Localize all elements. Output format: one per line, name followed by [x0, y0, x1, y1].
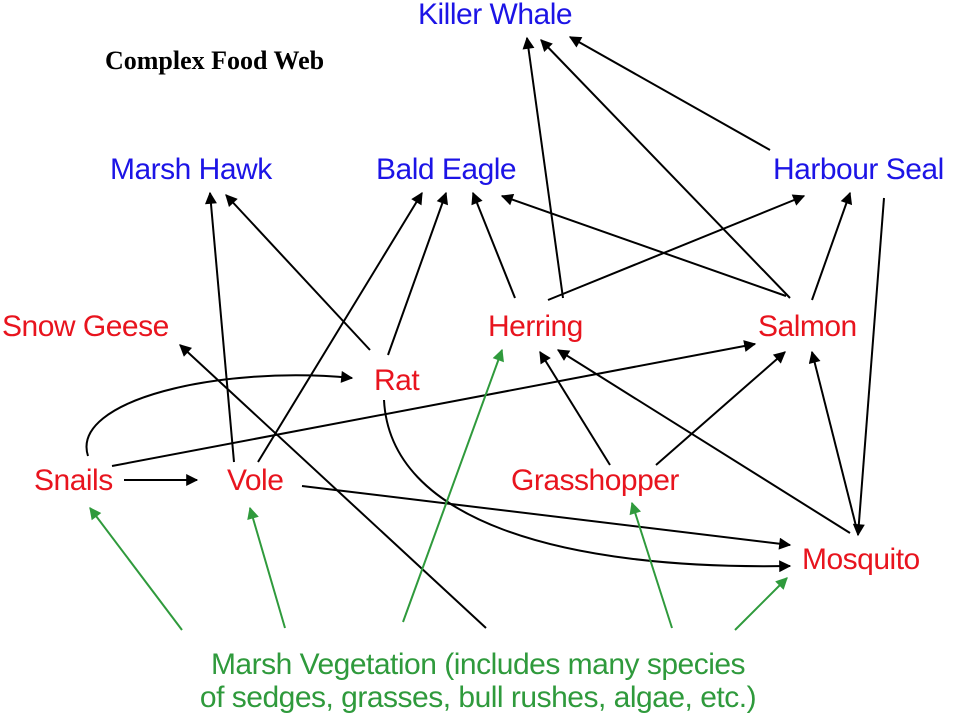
arrow-harbour-seal-to-killer-whale: [568, 36, 771, 151]
diagram-title: Complex Food Web: [105, 46, 325, 75]
arrow-snails-to-rat: [85, 370, 354, 457]
arrow-herring-to-harbour-seal: [547, 194, 806, 301]
node-killer-whale: Killer Whale: [418, 0, 573, 31]
arrow-vole-to-bald-eagle: [257, 191, 423, 463]
node-salmon: Salmon: [758, 310, 857, 343]
arrow-salmon-to-harbour-seal: [811, 191, 853, 301]
arrow-vegetation-to-vole: [247, 506, 286, 629]
node-marsh-hawk: Marsh Hawk: [110, 153, 272, 186]
arrow-grasshopper-to-salmon: [655, 351, 786, 466]
node-bald-eagle: Bald Eagle: [376, 153, 517, 186]
arrow-snails-to-salmon: [111, 340, 757, 467]
node-herring: Herring: [488, 310, 583, 343]
arrow-vegetation-to-grasshopper: [629, 501, 673, 629]
arrow-rat-to-bald-eagle: [387, 191, 449, 356]
node-grasshopper: Grasshopper: [511, 464, 679, 497]
node-rat: Rat: [374, 364, 420, 397]
node-harbour-seal: Harbour Seal: [773, 153, 944, 186]
arrow-herring-to-killer-whale: [522, 36, 564, 299]
node-mosquito: Mosquito: [802, 543, 920, 576]
node-snow-geese: Snow Geese: [2, 310, 169, 343]
arrow-salmon-to-bald-eagle: [500, 193, 787, 297]
node-marsh-vegetation: Marsh Vegetation (includes many species …: [168, 648, 788, 714]
arrow-herring-to-bald-eagle: [471, 191, 516, 299]
marsh-vegetation-line-2: of sedges, grasses, bull rushes, algae, …: [199, 681, 757, 714]
arrow-vole-to-marsh-hawk: [204, 191, 235, 463]
marsh-vegetation-line-1: Marsh Vegetation (includes many species: [210, 648, 746, 681]
arrow-grasshopper-to-herring: [539, 350, 611, 466]
arrow-mosquito-to-herring: [556, 349, 851, 534]
node-vole: Vole: [227, 464, 284, 497]
arrow-vegetation-to-herring: [402, 348, 504, 623]
arrow-vegetation-to-mosquito: [734, 577, 788, 631]
arrow-vole-to-mosquito: [301, 485, 792, 550]
arrow-rat-to-mosquito: [383, 399, 792, 573]
arrow-salmon-to-killer-whale: [540, 39, 791, 299]
arrow-vegetation-to-snow-geese: [179, 344, 487, 629]
arrow-rat-to-marsh-hawk: [225, 194, 371, 351]
node-snails: Snails: [34, 464, 113, 497]
arrow-vegetation-to-snails: [89, 507, 183, 631]
arrow-harbour-seal-to-mosquito: [852, 197, 885, 537]
arrow-mosquito-to-salmon: [808, 350, 858, 531]
